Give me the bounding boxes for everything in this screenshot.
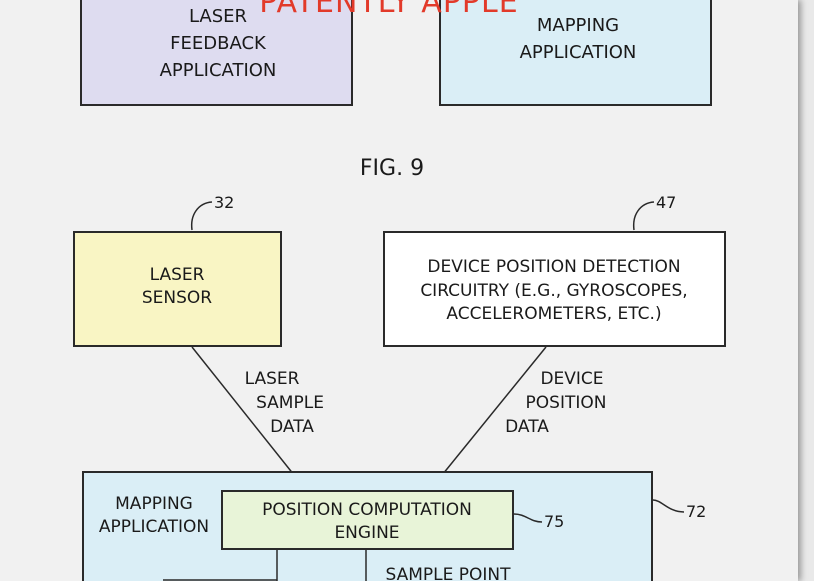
ref-72: 72	[686, 502, 706, 521]
laser-sample-data-arrow	[191, 346, 303, 486]
engine-label-2: ENGINE	[334, 523, 399, 543]
laser-sensor-label-1: LASER	[150, 265, 205, 285]
mapping-app-label-1: MAPPING	[115, 494, 193, 514]
device-position-label-3: DATA	[505, 417, 549, 437]
device-position-label-2: POSITION	[526, 393, 607, 413]
ref-32-leader	[190, 201, 213, 231]
laser-feedback-label-1: LASER	[189, 6, 247, 27]
engine-label-1: POSITION COMPUTATION	[262, 500, 472, 520]
ref-72-leader	[652, 499, 685, 513]
device-detection-label-3: ACCELEROMETERS, ETC.)	[446, 304, 661, 324]
sample-point-label: SAMPLE POINT	[385, 565, 511, 581]
device-position-detection-box	[383, 231, 726, 347]
position-computation-engine-box	[221, 490, 514, 550]
laser-sample-label-2: SAMPLE	[256, 393, 324, 413]
mapping-top-label-1: MAPPING	[537, 15, 619, 36]
laser-sample-label-3: DATA	[270, 417, 314, 437]
mapping-top-label-2: APPLICATION	[520, 42, 637, 63]
laser-sensor-label-2: SENSOR	[142, 288, 212, 308]
ref-75: 75	[544, 512, 564, 531]
figure-label: FIG. 9	[360, 156, 424, 181]
ref-32: 32	[214, 193, 234, 212]
ref-75-leader	[513, 513, 543, 523]
device-detection-label-1: DEVICE POSITION DETECTION	[427, 257, 680, 277]
ref-47-leader	[632, 201, 655, 231]
laser-sensor-box	[73, 231, 282, 347]
mapping-app-label-2: APPLICATION	[99, 517, 209, 537]
mapping-application-top-box	[439, 0, 712, 106]
laser-feedback-label-3: APPLICATION	[160, 60, 277, 81]
laser-feedback-label-2: FEEDBACK	[170, 33, 267, 54]
device-detection-label-2: CIRCUITRY (E.G., GYROSCOPES,	[420, 281, 687, 301]
device-position-label-1: DEVICE	[540, 369, 603, 389]
ref-47: 47	[656, 193, 676, 212]
watermark-text: PATENTLY APPLE	[259, 0, 518, 20]
laser-sample-label-1: LASER	[245, 369, 300, 389]
laser-feedback-application-box	[80, 0, 353, 106]
device-position-data-arrow	[433, 346, 547, 486]
